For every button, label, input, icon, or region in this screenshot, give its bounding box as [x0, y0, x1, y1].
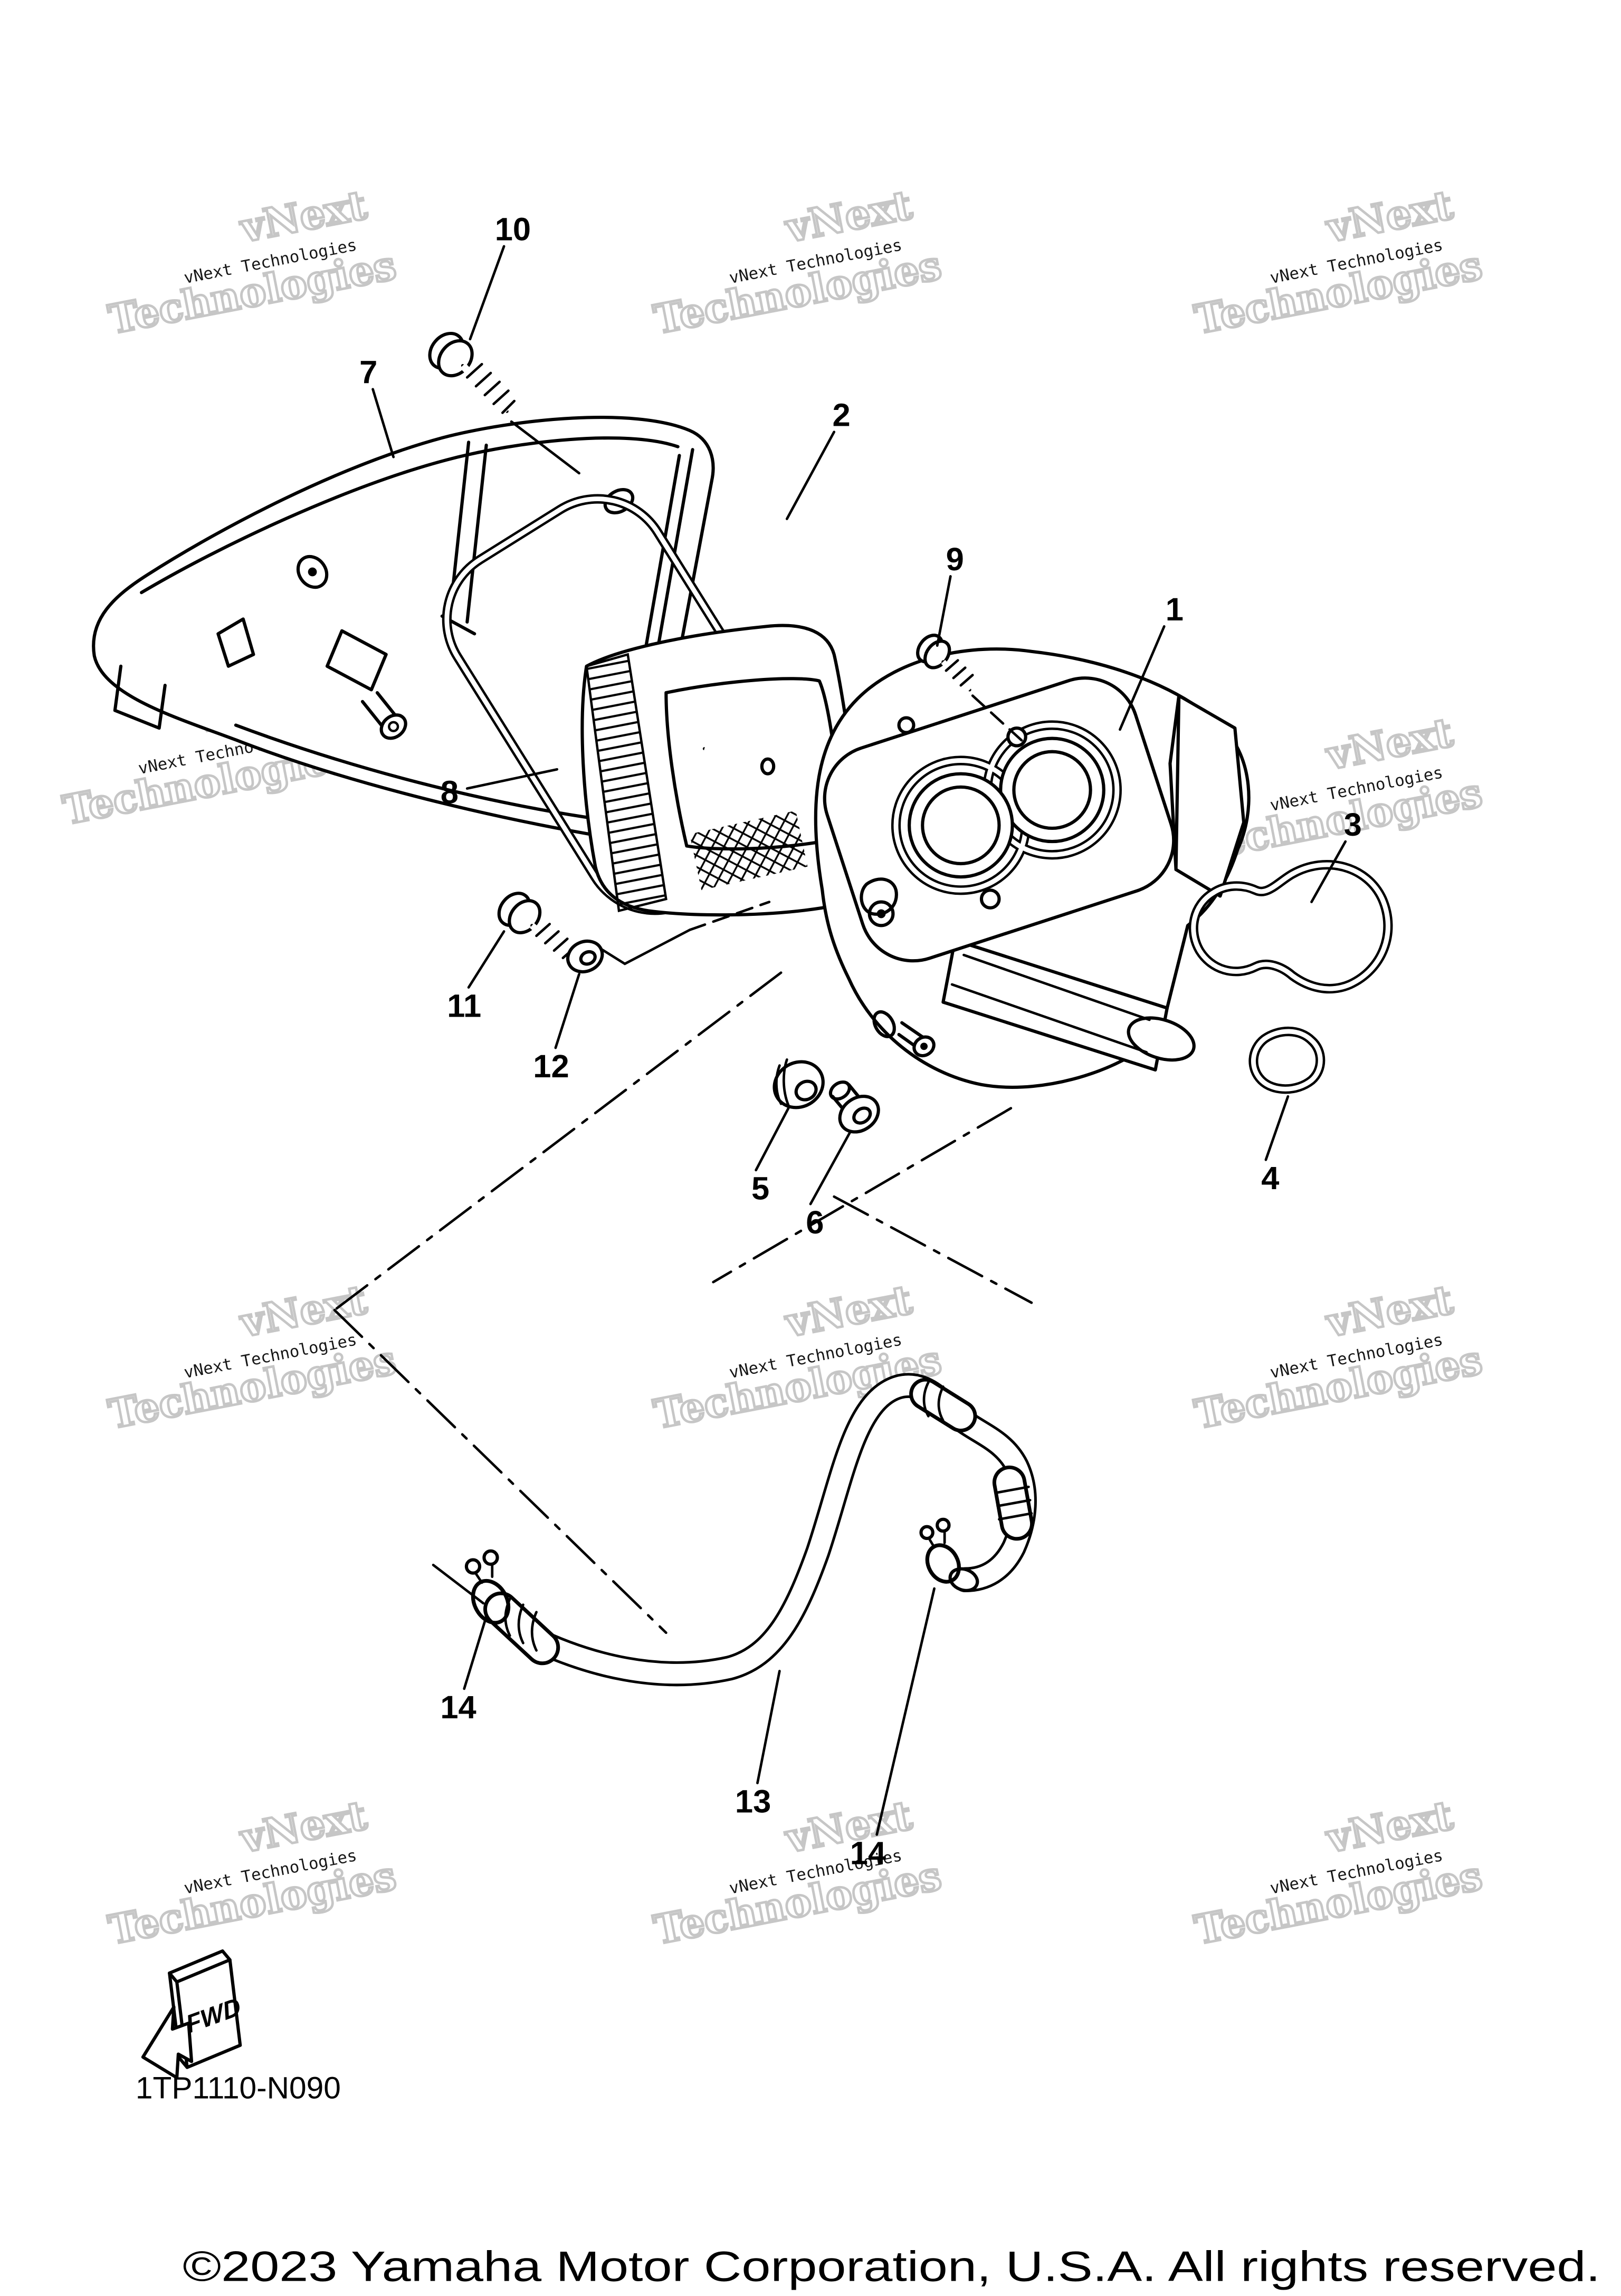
case-duct	[941, 939, 1169, 1072]
part-12-washer	[566, 901, 771, 974]
watermark-cluster: vNext Technologies vNext Technologies	[649, 180, 947, 345]
axis-line	[712, 1107, 1013, 1284]
part-13-hose	[483, 1373, 1037, 1687]
watermark-cluster: vNext Technologies vNext Technologies	[1190, 1790, 1487, 1955]
hose-collar-bands	[995, 1485, 1033, 1521]
callout-leaders	[371, 245, 1347, 1836]
callout-11[interactable]: 11	[447, 988, 481, 1024]
axis-line	[333, 1308, 668, 1634]
element-mesh	[689, 810, 808, 891]
watermark-cluster: vNext Technologies vNext Technologies	[1190, 180, 1487, 345]
part-14-clamp-left	[464, 1549, 511, 1625]
watermark-cluster: vNext Technologies vNext Technologies	[103, 1275, 401, 1439]
cover-boss	[325, 629, 388, 692]
part-8-element	[580, 624, 866, 917]
callout-6[interactable]: 6	[806, 1204, 824, 1241]
cover-boss-hole	[308, 567, 317, 577]
case-funnel	[908, 772, 1014, 879]
case-bracket	[1168, 694, 1246, 898]
fwd-icon: FWD	[141, 1949, 244, 2080]
callout-1[interactable]: 1	[1166, 591, 1184, 628]
hose-sleeve	[922, 1381, 945, 1422]
fwd-arrow	[141, 2005, 194, 2080]
axis-line	[833, 1195, 1033, 1304]
callout-2[interactable]: 2	[833, 397, 851, 434]
watermark-cluster: vNext Technologies vNext Technologies	[103, 180, 401, 345]
part-14-clamp-right	[919, 1517, 961, 1584]
case-duct-opening	[1127, 1016, 1196, 1062]
part-5-grommet	[773, 1058, 825, 1109]
callout-14-right[interactable]: 14	[850, 1835, 886, 1871]
element-rod-end	[760, 757, 776, 776]
callout-8[interactable]: 8	[441, 774, 459, 811]
callout-5[interactable]: 5	[751, 1171, 769, 1207]
axis-line	[432, 1563, 485, 1605]
case-kidney-hole	[860, 877, 898, 916]
callout-10[interactable]: 10	[495, 212, 531, 248]
callout-labels: 1 2 3 4 5 6 7 8 9 10 11 12 13 14 14	[359, 212, 1362, 1872]
cover-stub-hole	[388, 721, 399, 732]
watermark-cluster: vNext Technologies vNext Technologies	[649, 1790, 947, 1955]
part-6-collar	[828, 1080, 880, 1134]
element-pleats	[585, 653, 668, 913]
part-10-bolt	[428, 331, 516, 414]
case-oval-hole	[872, 1010, 896, 1038]
callout-12[interactable]: 12	[533, 1048, 569, 1085]
case-ear	[897, 716, 916, 734]
callout-13[interactable]: 13	[735, 1784, 771, 1820]
cover-step	[113, 664, 167, 730]
part-code: 1TP1110-N090	[136, 2071, 341, 2105]
case-nipple-hole	[920, 1042, 928, 1050]
callout-9[interactable]: 9	[946, 541, 964, 578]
callout-3[interactable]: 3	[1344, 807, 1362, 843]
element-rod-inner	[703, 746, 767, 769]
watermark-layer: vNext Technologies vNext Technologies vN…	[58, 180, 1487, 1955]
watermark-cluster: vNext Technologies vNext Technologies	[103, 1790, 401, 1955]
part-3-gasket	[1188, 860, 1393, 994]
part-4-gasket	[1248, 1026, 1326, 1094]
part-9-screw	[916, 634, 974, 692]
callout-14-left[interactable]: 14	[440, 1689, 476, 1726]
cover-wedge	[216, 617, 255, 668]
case-funnel	[999, 736, 1105, 844]
axis-line	[333, 971, 783, 1312]
case-funnel-inner	[1012, 750, 1092, 830]
case-ear	[979, 888, 1001, 910]
construction-lines	[333, 971, 1033, 1634]
cover-inner-rim	[140, 436, 680, 595]
watermark-cluster: vNext Technologies vNext Technologies	[649, 1275, 947, 1439]
case-duct-lines	[950, 953, 1151, 1054]
watermark-cluster: vNext Technologies vNext Technologies	[1190, 1275, 1487, 1439]
part-1-case	[814, 647, 1251, 1089]
part-11-bolt	[497, 892, 576, 963]
case-bracket-edge	[1174, 694, 1181, 872]
case-funnel-inner	[921, 785, 1001, 866]
callout-4[interactable]: 4	[1261, 1160, 1279, 1197]
copyright-line: ©2023 Yamaha Motor Corporation, U.S.A. A…	[183, 2243, 1600, 2291]
cover-stub-end	[379, 713, 407, 740]
callout-7[interactable]: 7	[359, 355, 377, 391]
